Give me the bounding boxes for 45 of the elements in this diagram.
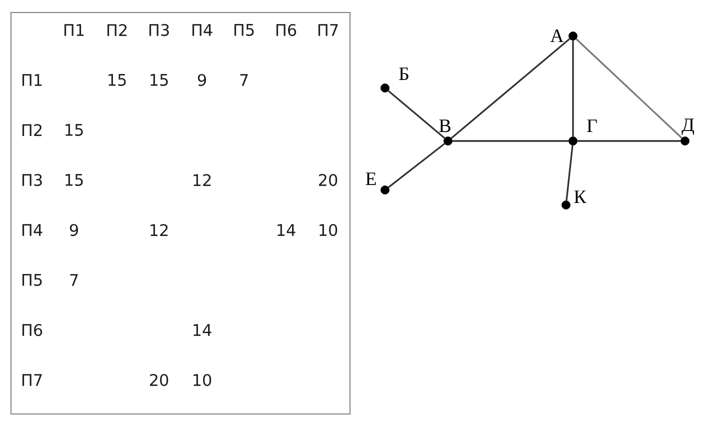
cell-value: 15 [66,174,83,186]
connector-line [388,90,446,139]
cell-value: 20 [150,374,168,386]
vertex-label: К [574,190,586,203]
vertex-label: А [550,29,564,42]
cell-value: 10 [194,374,212,386]
vertex-label: Е [366,172,376,185]
row-header: П4 [22,224,42,236]
vertex-label: В [439,120,450,132]
cell-value: 7 [240,74,248,86]
connector-line [566,145,574,201]
column-header: П3 [149,24,169,36]
connector-line [577,140,681,142]
cell-value: 20 [319,174,338,186]
connector-line [452,140,569,142]
cell-value: 15 [150,74,168,86]
cell-value: 15 [108,74,126,86]
cell-value: 14 [194,324,212,336]
column-header: П5 [234,24,254,36]
vertex-label: Б [399,68,408,80]
row-header: П2 [22,124,42,136]
row-header: П3 [22,174,42,186]
cell-value: 9 [70,224,78,236]
row-header: П1 [22,74,42,86]
column-header: П2 [107,24,126,36]
column-header: П6 [276,24,296,36]
connector-line [576,38,682,139]
cell-value: 7 [70,274,78,286]
connector-line [388,143,446,188]
cell-value: 15 [66,124,83,136]
connector-line [572,40,574,137]
cell-value: 14 [278,224,296,236]
vertex-label: Г [587,120,597,132]
column-header: П7 [318,24,338,36]
cell-value: 12 [150,224,168,236]
cell-value: 12 [194,174,211,186]
vertex-label: Д [682,118,694,136]
row-header: П6 [22,324,42,336]
cell-value: 9 [198,74,206,86]
row-header: П7 [22,374,42,386]
column-header: П1 [64,24,84,36]
row-header: П5 [22,274,42,286]
connector-line [450,38,570,139]
column-header: П4 [192,24,212,36]
cell-value: 10 [320,224,338,236]
